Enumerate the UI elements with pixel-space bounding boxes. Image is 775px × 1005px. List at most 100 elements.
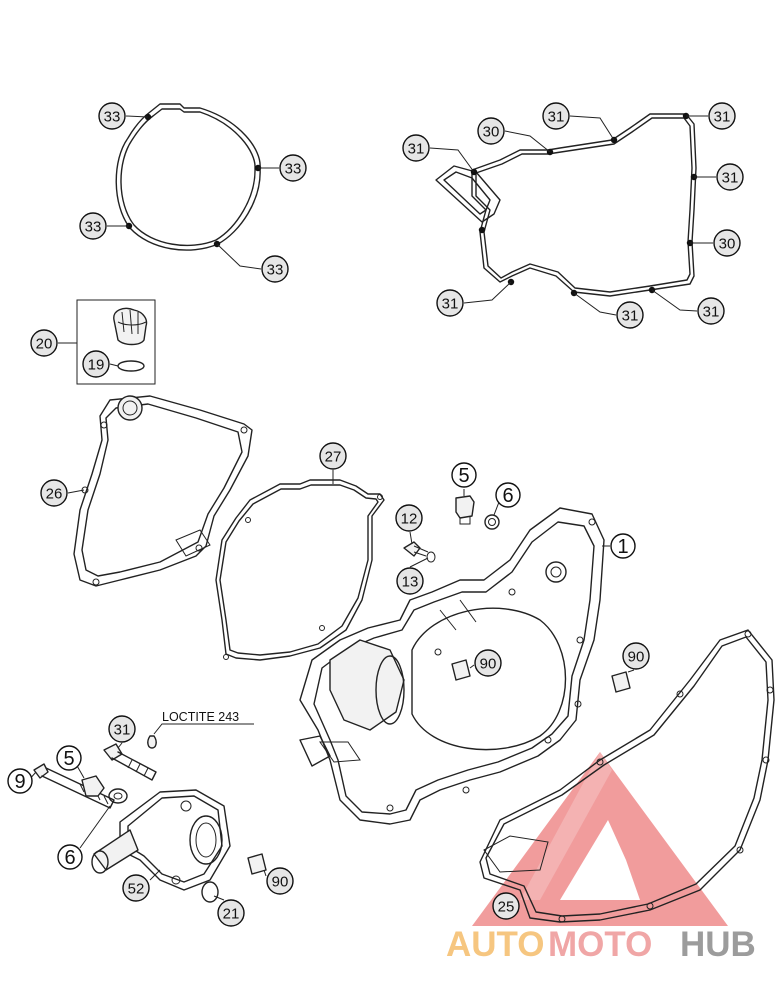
callout-number: 6	[64, 847, 75, 869]
callout-number: 31	[722, 170, 739, 187]
callout-circle	[713, 229, 741, 257]
callout-c33a: 33	[98, 102, 126, 130]
callout-c90b: 90	[622, 642, 650, 670]
clutch-cover-gasket-27	[215, 470, 385, 661]
callout-circle	[266, 867, 294, 895]
callout-circle	[477, 117, 505, 145]
callout-c31e: 31	[436, 289, 464, 317]
callout-circle	[30, 329, 58, 357]
callout-circle	[402, 134, 430, 162]
callout-number: 31	[703, 304, 720, 321]
watermark-logo-icon	[472, 752, 728, 926]
callout-c5a: 5	[451, 462, 477, 488]
watermark-hub: HUB	[680, 925, 756, 964]
callout-number: 52	[128, 881, 145, 898]
clutch-cover-gasket	[429, 112, 716, 316]
callout-circle	[395, 504, 423, 532]
callout-c31g: 31	[697, 297, 725, 325]
clutch-cover	[299, 507, 610, 825]
callout-number: 33	[267, 262, 284, 279]
callout-circle	[492, 892, 520, 920]
water-pump-cover	[91, 789, 231, 891]
callout-number: 20	[36, 336, 53, 353]
callout-number: 31	[622, 308, 639, 325]
callout-circle	[108, 715, 136, 743]
callout-c13: 13	[396, 567, 424, 595]
callout-circle	[7, 768, 33, 794]
callout-c30a: 30	[477, 117, 505, 145]
callout-number: 30	[719, 236, 736, 253]
callout-c19: 19	[82, 350, 110, 378]
callout-circle	[708, 102, 736, 130]
callout-number: 33	[285, 161, 302, 178]
callout-c20: 20	[30, 329, 58, 357]
callout-c52: 52	[122, 874, 150, 902]
callout-c31h: 31	[108, 715, 136, 743]
callout-c27: 27	[319, 442, 347, 470]
callout-c31f: 31	[616, 301, 644, 329]
callout-circle	[57, 844, 83, 870]
ignition-cover	[67, 395, 253, 587]
callout-c9: 9	[7, 768, 33, 794]
callout-number: 31	[548, 109, 565, 126]
callout-c5b: 5	[56, 745, 82, 771]
callout-number: 27	[325, 449, 342, 466]
callout-circle	[40, 479, 68, 507]
callout-circle	[495, 482, 521, 508]
callout-c6b: 6	[57, 844, 83, 870]
callout-number: 26	[46, 486, 63, 503]
callout-c6a: 6	[495, 482, 521, 508]
callout-number: 90	[628, 649, 645, 666]
watermark-text: AUTO MOTO HUB	[446, 925, 756, 964]
callout-c30b: 30	[713, 229, 741, 257]
callout-c90c: 90	[266, 867, 294, 895]
callout-circle	[396, 567, 424, 595]
callout-number: 19	[88, 357, 105, 374]
callout-circle	[56, 745, 82, 771]
drain-plug-upper	[455, 489, 500, 530]
callout-circle	[98, 102, 126, 130]
callout-circle	[716, 163, 744, 191]
oil-filler-plug-kit	[58, 299, 156, 385]
callout-number: 30	[483, 124, 500, 141]
callout-c33c: 33	[79, 212, 107, 240]
callout-c31d: 31	[716, 163, 744, 191]
callout-circle	[542, 102, 570, 130]
callout-number: 31	[114, 722, 131, 739]
callout-number: 33	[104, 109, 121, 126]
callout-c33d: 33	[261, 255, 289, 283]
callout-c1: 1	[610, 533, 636, 559]
callout-circle	[79, 212, 107, 240]
callout-c12: 12	[395, 504, 423, 532]
callout-c26: 26	[40, 479, 68, 507]
callout-number: 13	[402, 574, 419, 591]
callout-number: 5	[458, 465, 469, 487]
callout-number: 9	[14, 771, 25, 793]
callout-c21: 21	[217, 899, 245, 927]
water-pump-oring	[201, 881, 225, 903]
watermark-moto: MOTO	[548, 925, 652, 964]
callout-number: 90	[272, 874, 289, 891]
callout-c31c: 31	[708, 102, 736, 130]
callout-number: 21	[223, 906, 240, 923]
watermark-auto: AUTO	[446, 925, 545, 964]
callout-number: 31	[442, 296, 459, 313]
callout-c90a: 90	[474, 649, 502, 677]
callout-number: 31	[714, 109, 731, 126]
callout-circle	[451, 462, 477, 488]
ignition-cover-gasket	[107, 103, 279, 270]
callout-circle	[279, 154, 307, 182]
callout-number: 5	[63, 748, 74, 770]
callout-circle	[122, 874, 150, 902]
callout-circle	[217, 899, 245, 927]
callout-number: 1	[617, 536, 628, 558]
water-pump-drain-plug	[75, 763, 128, 849]
callout-circle	[616, 301, 644, 329]
callout-circle	[474, 649, 502, 677]
callout-circle	[697, 297, 725, 325]
water-pump-screw-short	[103, 742, 157, 781]
clutch-cover-outer-gasket	[479, 629, 775, 923]
callout-number: 31	[408, 141, 425, 158]
